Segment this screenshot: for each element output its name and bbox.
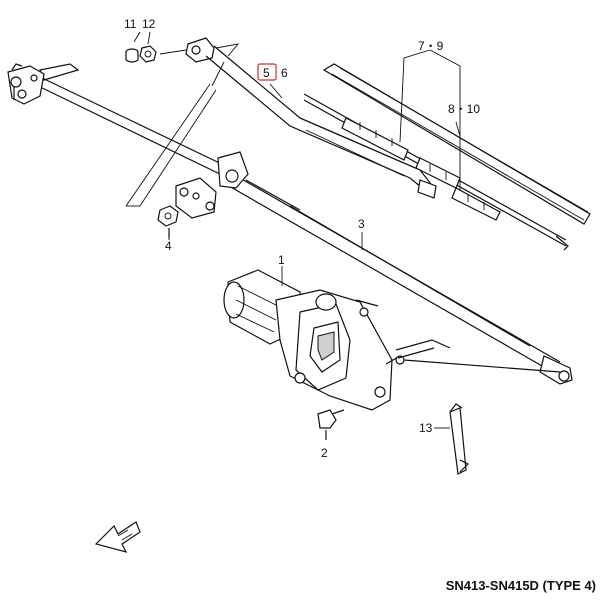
callout-2: 2 bbox=[321, 446, 328, 460]
callout-12: 12 bbox=[142, 17, 156, 31]
wiper-link-rod bbox=[221, 169, 573, 385]
callout-6: 6 bbox=[281, 66, 288, 80]
leader-lines bbox=[133, 31, 461, 429]
clip-part-13 bbox=[449, 403, 470, 475]
part-12-nut bbox=[139, 45, 157, 63]
highlight-box-5 bbox=[257, 63, 277, 81]
linkage-rod-upper bbox=[33, 63, 231, 177]
diagram-code-caption: SN413-SN415D (TYPE 4) bbox=[445, 578, 596, 593]
callout-5: 5 bbox=[263, 66, 270, 80]
callout-7-9: 7・9 bbox=[418, 39, 444, 53]
wiper-blade-outer bbox=[322, 63, 591, 225]
callout-4: 4 bbox=[165, 239, 172, 253]
callout-11: 11 bbox=[124, 17, 137, 31]
bolt-part-2 bbox=[317, 409, 345, 440]
center-pivot bbox=[175, 151, 249, 219]
callout-8-10: 8・10 bbox=[448, 102, 481, 116]
callout-3: 3 bbox=[358, 217, 365, 231]
motor-crank bbox=[395, 339, 451, 359]
guide-lines bbox=[125, 43, 240, 207]
left-pivot-bracket bbox=[7, 63, 45, 105]
callout-1: 1 bbox=[278, 253, 285, 267]
wiper-motor bbox=[223, 269, 561, 411]
nut-part-4 bbox=[157, 205, 179, 238]
part-11-cap bbox=[125, 48, 139, 63]
front-arrow-icon bbox=[94, 521, 141, 553]
callout-13: 13 bbox=[419, 421, 433, 435]
wiper-blade-inner bbox=[303, 93, 569, 251]
wiper-arm bbox=[185, 37, 437, 199]
